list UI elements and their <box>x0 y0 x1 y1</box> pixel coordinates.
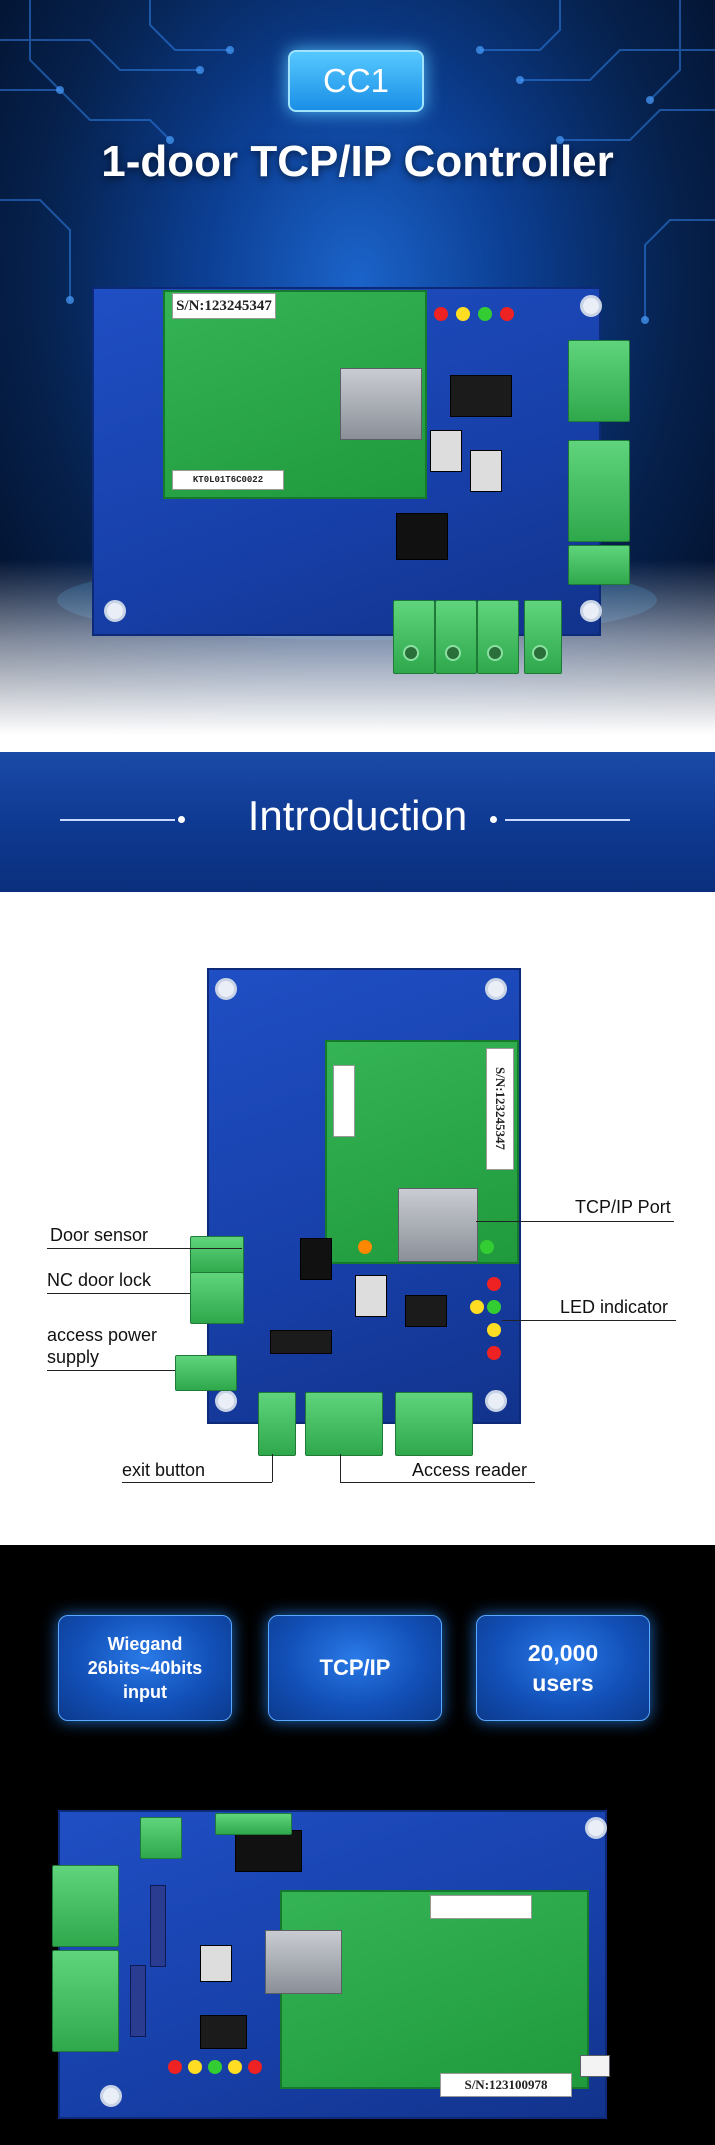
features-serial-sticker: S/N:123100978 <box>440 2073 572 2097</box>
hero-barcode: KT0L01T6C0022 <box>172 470 284 490</box>
diagram-serial-sticker: S/N:123245347 <box>486 1048 514 1170</box>
features-terminal-left-1 <box>52 1865 119 1947</box>
hero-terminal-right-3 <box>568 545 630 585</box>
hero-terminal-right-1 <box>568 340 630 422</box>
hero-terminal-bottom-4 <box>524 600 562 674</box>
feature-wiegand-line-2: 26bits~40bits <box>87 1658 203 1678</box>
diagram-ethernet-port <box>398 1188 478 1262</box>
features-barcode <box>430 1895 532 1919</box>
terminal-door-sensor <box>190 1236 244 1274</box>
hero-terminal-bottom-3 <box>477 600 519 674</box>
features-connector <box>580 2055 610 2077</box>
hero-terminal-bottom-1 <box>393 600 435 674</box>
hero-title: 1-door TCP/IP Controller <box>101 137 614 186</box>
band-dot-left <box>178 816 185 823</box>
label-door-sensor: Door sensor <box>50 1225 149 1245</box>
label-nc-door-lock: NC door lock <box>47 1270 152 1290</box>
hero-terminal-right-2 <box>568 440 630 542</box>
label-access-power-line1: access power <box>47 1325 158 1345</box>
features-terminal-top-1 <box>140 1817 182 1859</box>
hero-terminal-bottom-2 <box>435 600 477 674</box>
features-ethernet-port <box>265 1930 342 1994</box>
diagram-barcode <box>333 1065 355 1137</box>
feature-tcpip-line-1: TCP/IP <box>319 1655 391 1680</box>
diagram-relay <box>300 1238 332 1280</box>
model-badge: CC1 <box>288 50 424 112</box>
feature-users: 20,000 users <box>476 1615 650 1721</box>
band-rule-left <box>60 819 175 821</box>
features-relay <box>235 1830 302 1872</box>
label-exit-button: exit button <box>122 1460 206 1480</box>
section-title-introduction: Introduction <box>247 792 468 839</box>
label-access-reader: Access reader <box>412 1460 528 1480</box>
feature-wiegand-line-3: input <box>123 1682 167 1702</box>
terminal-access-reader-1 <box>305 1392 383 1456</box>
features-terminal-left-2 <box>52 1950 119 2052</box>
features-terminal-top-2 <box>215 1813 292 1835</box>
feature-users-line-1: 20,000 <box>527 1640 599 1666</box>
terminal-exit-button <box>258 1392 296 1456</box>
feature-tcpip: TCP/IP <box>268 1615 442 1721</box>
label-led-indicator: LED indicator <box>560 1297 669 1317</box>
introduction-band: Introduction <box>0 752 715 892</box>
terminal-access-power <box>175 1355 237 1391</box>
hero-relay <box>396 513 448 560</box>
band-rule-right <box>505 819 630 821</box>
band-dot-right <box>490 816 497 823</box>
hero-ethernet-port <box>340 368 422 440</box>
terminal-access-reader-2 <box>395 1392 473 1456</box>
features-section: Wiegand 26bits~40bits input TCP/IP 20,00… <box>0 1545 715 2145</box>
feature-wiegand: Wiegand 26bits~40bits input <box>58 1615 232 1721</box>
feature-users-line-2: users <box>532 1670 594 1696</box>
terminal-nc-door-lock <box>190 1272 244 1324</box>
label-access-power-line2: supply <box>47 1347 100 1367</box>
feature-wiegand-line-1: Wiegand <box>107 1634 183 1654</box>
label-tcpip-port: TCP/IP Port <box>575 1197 671 1217</box>
hero-section: CC1 1-door TCP/IP Controller S/N:1232453… <box>0 0 715 735</box>
hero-serial-sticker: S/N:123245347 <box>172 293 276 319</box>
